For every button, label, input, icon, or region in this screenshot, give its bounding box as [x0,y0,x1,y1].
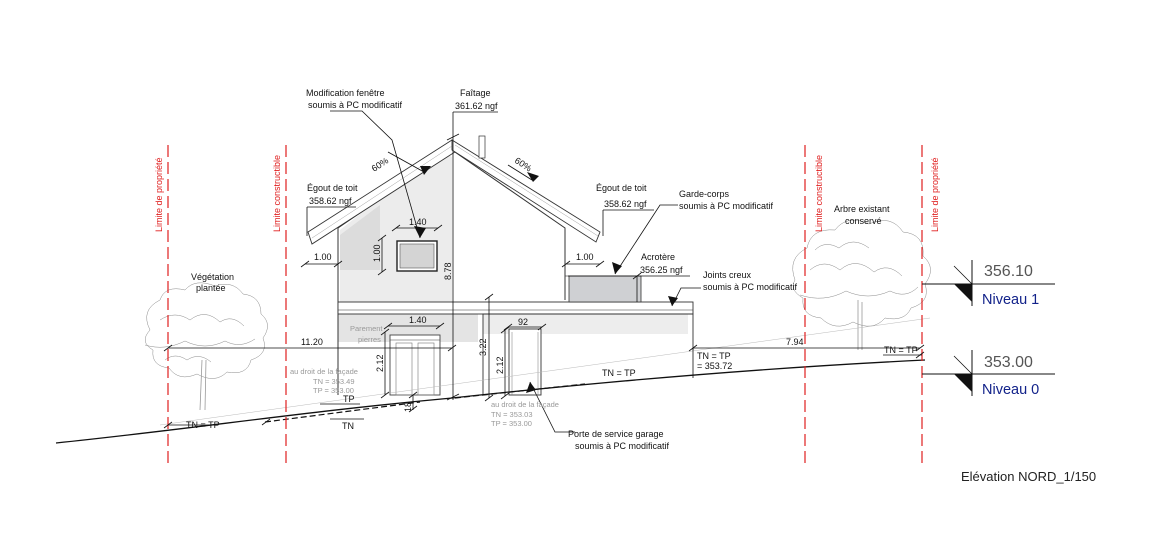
annotation-acrotere-value: 356.25 ngf [640,265,683,275]
limit-label-property-right: Limite de propriété [930,157,940,232]
label-tn-tp-mid-value: = 353.72 [697,361,732,371]
drawing-caption: Elévation NORD_1/150 [961,469,1096,484]
dim-3-22: 3.22 [478,338,488,356]
dim-92: 92 [518,317,528,327]
annotation-ridge-value: 361.62 ngf [455,101,498,111]
ground-lines [55,317,931,444]
tree-left-vegetation [144,282,268,411]
arrowheads [414,166,678,393]
annotation-tree: Arbre existant [834,204,890,214]
slope-right-label: 60% [513,155,534,173]
annotation-garage-door: Porte de service garage [568,429,664,439]
annotation-garage-door-2: soumis à PC modificatif [575,441,670,451]
limit-label-buildable-left: Limite constructible [272,155,282,232]
slope-left-label: 60% [370,155,391,173]
label-tn-tp-right: TN = TP [884,345,918,355]
dim-2-12-mid: 2.12 [495,356,505,374]
level-0-name: Niveau 0 [982,382,1039,398]
dim-1-40-top: 1.40 [409,217,427,227]
annotation-ridge: Faîtage [460,88,491,98]
dim-eave-left: 1.00 [314,252,332,262]
level-1-name: Niveau 1 [982,292,1039,308]
tree-right-existing [792,219,931,350]
limit-lines [167,145,923,465]
label-tn-tp-center: TN = TP [602,368,636,378]
annotation-railing: Garde-corps [679,189,730,199]
annotation-joints: Joints creux [703,270,752,280]
house-elevation [307,135,694,396]
label-tp: TP [343,394,355,404]
annotation-window-mod: Modification fenêtre [306,88,385,98]
annotation-vegetation: Végétation [191,272,234,282]
annotation-eave-left-value: 358.62 ngf [309,196,352,206]
annotation-facade-mid-tp: TP = 353.00 [491,419,532,428]
annotation-eave-right: Égout de toit [596,183,647,193]
level-1-elevation: 356.10 [984,263,1033,280]
label-tn-tp-mid: TN = TP [697,351,731,361]
annotation-parement: Parement [350,324,383,333]
dim-1-40-low: 1.40 [409,315,427,325]
dimension-lines [163,110,925,433]
annotation-window-mod-2: soumis à PC modificatif [308,100,403,110]
level-marker-niveau-0 [922,350,1055,396]
annotation-eave-left: Égout de toit [307,183,358,193]
dim-eave-right: 1.00 [576,252,594,262]
annotation-railing-2: soumis à PC modificatif [679,201,774,211]
limit-label-property-left: Limite de propriété [154,157,164,232]
annotation-facade-left-tp: TP = 353.00 [313,386,354,395]
dim-height-8-78: 8.78 [443,262,453,280]
level-marker-niveau-1 [922,260,1055,306]
label-tn: TN [342,421,354,431]
dim-7-94: 7.94 [786,337,804,347]
annotation-parement-2: pierres [358,335,381,344]
annotation-tree-2: conservé [845,216,882,226]
annotation-joints-2: soumis à PC modificatif [703,282,798,292]
dim-11-20: 11.20 [301,337,323,347]
annotation-facade-left-tn: TN = 353.49 [313,377,354,386]
annotation-facade-mid: au droit de la façade [491,400,559,409]
label-tn-tp-left: TN = TP [186,420,220,430]
annotation-facade-left: au droit de la façade [290,367,358,376]
annotation-facade-mid-tn: TN = 353.03 [491,410,532,419]
dim-18: 18 [403,402,413,412]
annotation-acrotere: Acrotère [641,252,675,262]
dim-2-12-left: 2.12 [375,354,385,372]
limit-label-buildable-right: Limite constructible [814,155,824,232]
dim-1-00-vertical: 1.00 [372,244,382,262]
annotation-eave-right-value: 358.62 ngf [604,199,647,209]
level-0-elevation: 353.00 [984,354,1033,371]
annotation-vegetation-2: plantée [196,283,226,293]
